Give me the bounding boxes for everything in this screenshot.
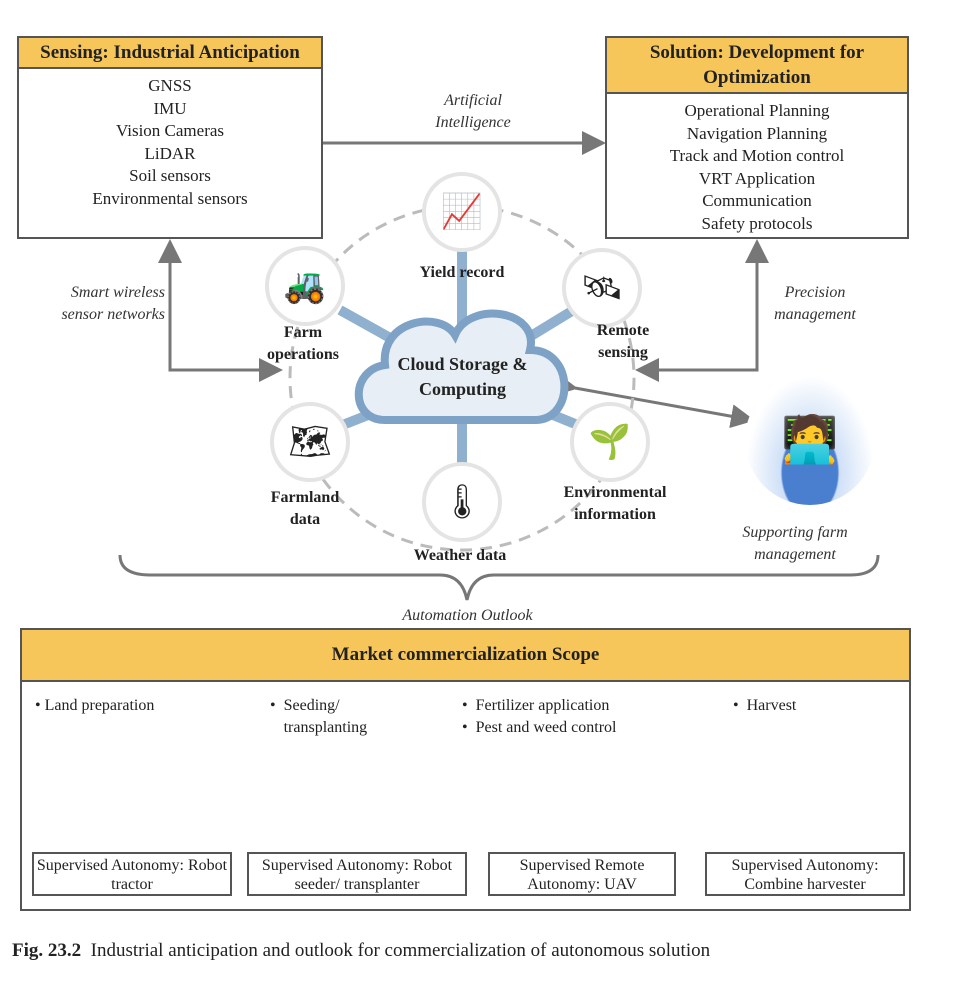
stage-caption: Supervised Autonomy: Combine harvester: [705, 852, 905, 896]
caption-text: Industrial anticipation and outlook for …: [90, 940, 711, 961]
outlook-label: Automation Outlook: [402, 607, 533, 624]
sensing-item: Vision Cameras: [115, 121, 225, 140]
node-label: Farm operations: [267, 324, 339, 363]
task: Seeding/ transplanting: [283, 697, 368, 736]
solution-item: Navigation Planning: [686, 123, 828, 143]
sensing-title: Sensing: Industrial Anticipation: [19, 38, 321, 69]
stage-tasks: • Seeding/ transplanting: [270, 695, 400, 739]
weather-station-icon: 🌡: [422, 462, 502, 542]
plant-sensor-icon: 🌱: [570, 402, 650, 482]
sensing-item: LiDAR: [144, 143, 196, 163]
task: Pest and weed control: [475, 719, 617, 736]
support-arrow: [552, 372, 755, 429]
solution-item: Communication: [702, 191, 812, 210]
supporting-label: Supporting farm management: [742, 524, 848, 563]
wireless-label: Smart wireless sensor networks: [61, 284, 165, 323]
farm-manager-illustration-icon: 🧑‍💻: [745, 375, 875, 505]
sensing-item: IMU: [153, 98, 187, 118]
satellite-icon: 🛰: [562, 248, 642, 328]
stage-caption: Supervised Autonomy: Robot seeder/ trans…: [247, 852, 467, 896]
node-label: Yield record: [419, 264, 505, 281]
solution-title: Solution: Development for Optimization: [607, 38, 907, 94]
task: Land preparation: [44, 697, 155, 714]
stage-tasks: • Harvest: [733, 697, 797, 714]
solution-item: Safety protocols: [701, 213, 813, 233]
stage-caption: Supervised Autonomy: Robot tractor: [32, 852, 232, 896]
node-label: Remote sensing: [596, 322, 650, 361]
market-title: Market commercialization Scope: [22, 630, 909, 682]
farmland-map-icon: 🗺: [270, 402, 350, 482]
sensing-item: GNSS: [148, 76, 192, 95]
stage-caption: Supervised Remote Autonomy: UAV: [488, 852, 676, 896]
chart-gear-icon: 📈: [422, 172, 502, 252]
node-label: Farmland data: [270, 489, 340, 528]
tractor-icon: 🚜: [265, 246, 345, 326]
cloud-shape: [354, 309, 569, 424]
node-label: Environmental information: [563, 484, 667, 523]
figure-caption: Fig. 23.2 Industrial anticipation and ou…: [12, 940, 710, 962]
sensing-item: Environmental sensors: [92, 188, 248, 208]
node-label: Weather data: [413, 547, 507, 564]
caption-label: Fig. 23.2: [12, 940, 82, 961]
stage-tasks: • Fertilizer application• Pest and weed …: [462, 697, 617, 736]
cloud-label: Cloud Storage & Computing: [397, 354, 528, 399]
outlook-brace: [118, 554, 880, 601]
market-box: Market commercialization Scope: [20, 628, 911, 911]
sensing-box: Sensing: Industrial Anticipation GNSS IM…: [17, 36, 323, 239]
solution-item: Operational Planning: [684, 101, 830, 120]
precision-label: Precision management: [774, 284, 856, 323]
task: Harvest: [746, 697, 797, 714]
ai-label: Artificial Intelligence: [435, 92, 511, 131]
task: Fertilizer application: [475, 697, 610, 714]
stage-tasks: • Land preparation: [35, 697, 155, 714]
solution-item: Track and Motion control: [669, 146, 845, 165]
solution-item: VRT Application: [698, 168, 816, 188]
solution-box: Solution: Development for Optimization O…: [605, 36, 909, 239]
sensing-item: Soil sensors: [129, 166, 211, 185]
